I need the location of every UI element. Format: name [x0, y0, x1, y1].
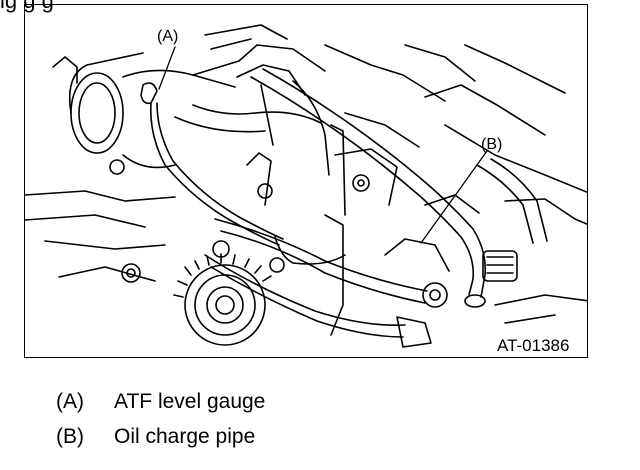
- throttle-body: [25, 52, 236, 283]
- callout-a: (A): [157, 28, 178, 45]
- legend-key-a: (A): [56, 390, 84, 413]
- leader-line-b: [420, 150, 488, 244]
- figure-code: AT-01386: [497, 336, 569, 355]
- legend-item-b: (B) Oil charge pipe: [56, 425, 255, 449]
- oil-charge-pipe: [250, 68, 487, 308]
- callout-b: (B): [481, 136, 502, 153]
- intake-manifold: [174, 24, 566, 206]
- legend-item-a: (A) ATF level gauge: [56, 390, 265, 414]
- cropped-heading-fragment: ig g g: [0, 0, 54, 13]
- lower-hoses: [204, 218, 448, 348]
- figure-frame: (A) (B) AT-01386: [24, 4, 588, 358]
- leader-line-a: [158, 46, 176, 90]
- right-side-components: [324, 124, 587, 336]
- crank-pulley: [173, 253, 272, 346]
- legend-text-b: Oil charge pipe: [114, 425, 256, 448]
- legend-text-a: ATF level gauge: [114, 390, 266, 413]
- engine-illustration: (A) (B) AT-01386: [25, 24, 587, 355]
- atf-level-gauge: [140, 82, 284, 246]
- legend-key-b: (B): [56, 425, 84, 448]
